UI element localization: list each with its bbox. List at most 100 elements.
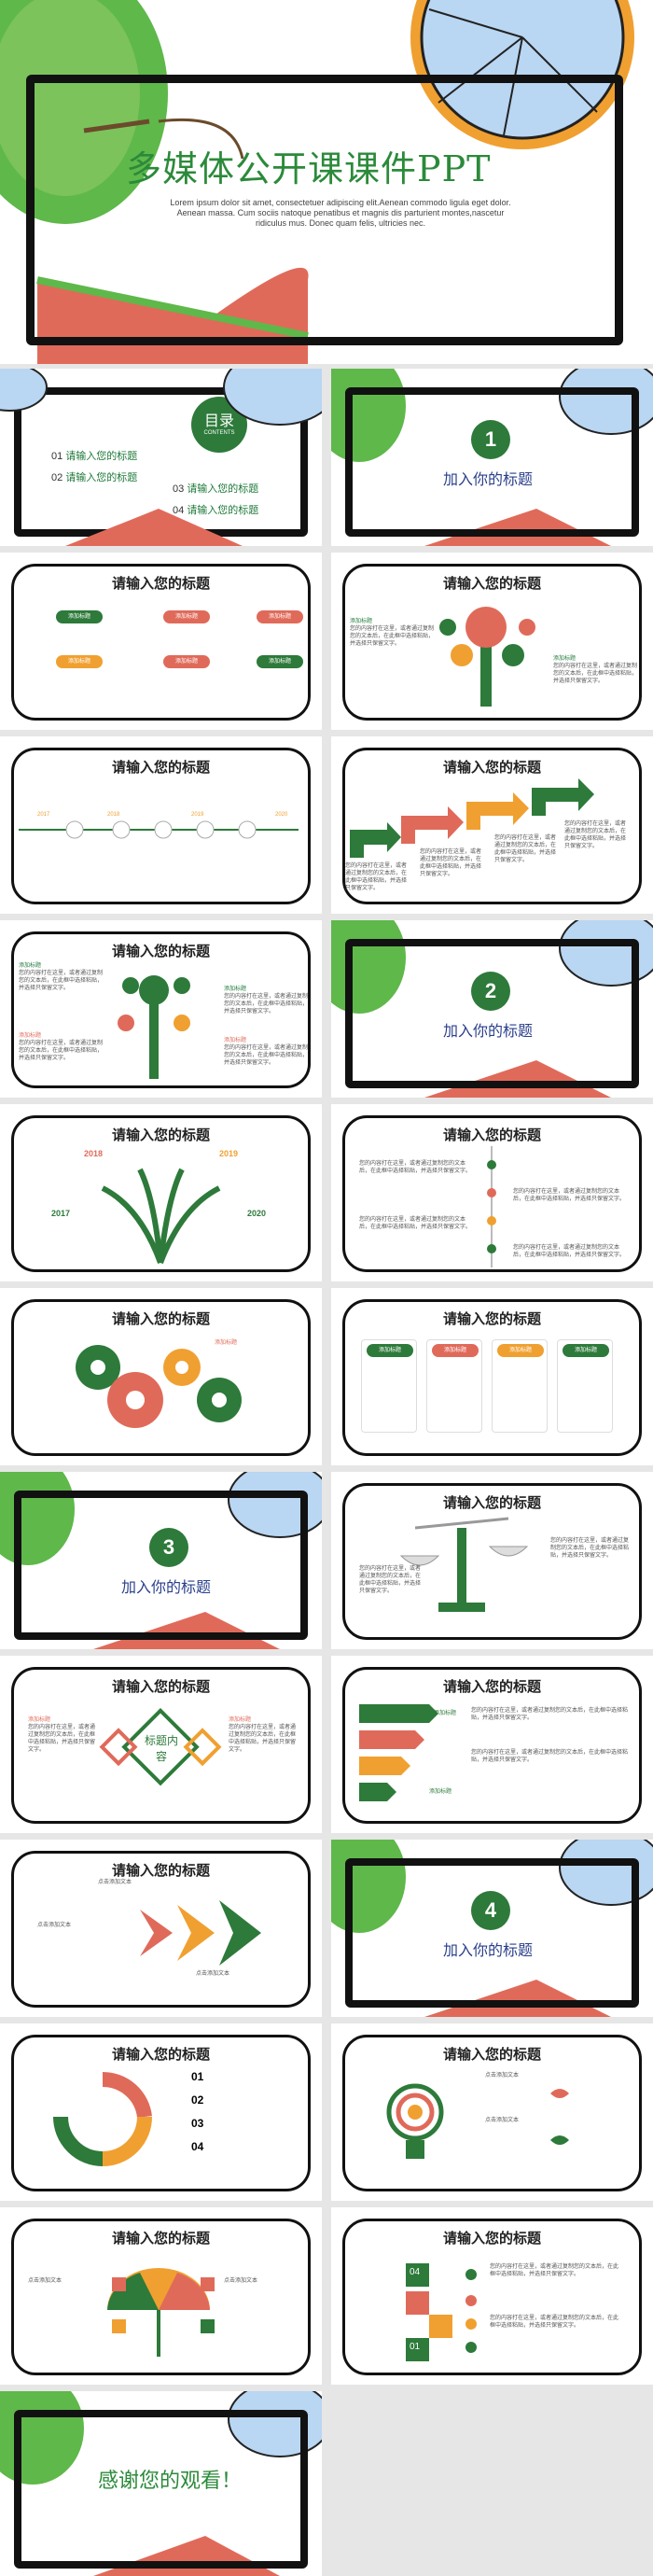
- toc-decoration: [0, 369, 322, 546]
- timeline-graphic: [19, 820, 299, 839]
- plant-text-3: 添加标题您的内容打在这里，或者通过复制您的文本后，在此框中选择粘贴，并选择只保留…: [224, 987, 309, 1015]
- cover-title: 多媒体公开课课件PPT: [126, 148, 492, 189]
- slide-title: 请输入您的标题: [442, 2230, 541, 2247]
- vtimeline-text-2: 您的内容打在这里，或者通过复制您的文本后，在此框中选择粘贴，并选择只保留文字。: [513, 1189, 626, 1202]
- toc-slide[interactable]: 目录 CONTENTS 01 请输入您的标题 02 请输入您的标题 03 请输入…: [0, 369, 322, 546]
- plant-text-2: 添加标题您的内容打在这里，或者通过复制您的文本后，在此框中选择粘贴，并选择只保留…: [19, 1033, 104, 1061]
- umbrella-text-2: 点击添加文本: [224, 2278, 258, 2284]
- slide-title: 请输入您的标题: [442, 2046, 541, 2063]
- chevron-text-2: 点击添加文本: [37, 1923, 72, 1928]
- slide-title: 请输入您的标题: [111, 1862, 210, 1879]
- slide-diamond[interactable]: 请输入您的标题 标题内容 添加标题您的内容打在这里，或者通过复制您的文本后，在此…: [0, 1656, 322, 1833]
- toc-item-3[interactable]: 03 请输入您的标题: [173, 483, 259, 495]
- chevron-text-1: 点击添加文本: [98, 1880, 132, 1885]
- slide-frame: [342, 1299, 642, 1456]
- bulb-text-1: 点击添加文本: [485, 2073, 520, 2079]
- slide-frame: [11, 1115, 311, 1272]
- slide-stairs[interactable]: 请输入您的标题 01 04 您的内容打在这里，或者通过复制您的文本后，在此框中选…: [331, 2207, 653, 2385]
- slide-cards[interactable]: 请输入您的标题 添加标题 添加标题 添加标题 添加标题: [331, 1288, 653, 1465]
- slide-numbered-list[interactable]: 请输入您的标题 01 02 03 04: [0, 2023, 322, 2201]
- cloud-tag-2: 添加标题: [163, 610, 210, 623]
- vtimeline-text-1: 您的内容打在这里，或者通过复制您的文本后，在此框中选择粘贴，并选择只保留文字。: [359, 1161, 472, 1174]
- scale-text-right: 您的内容打在这里，或者通过复制您的文本后，在此框中选择粘贴，并选择只保留文字。: [550, 1538, 630, 1559]
- cover-subtitle: Lorem ipsum dolor sit amet, consectetuer…: [170, 198, 511, 228]
- bar-text-2: 您的内容打在这里，或者通过复制您的文本后，在此框中选择粘贴，并选择只保留文字。: [471, 1750, 629, 1763]
- slide-frame: [342, 2219, 642, 2375]
- card-2[interactable]: 添加标题: [426, 1339, 482, 1433]
- timeline-year-4: 2020: [275, 812, 288, 818]
- slide-years[interactable]: 请输入您的标题 2018 2019 2017 2020: [0, 1104, 322, 1281]
- diamond-text-left: 添加标题您的内容打在这里，或者通过复制您的文本后，在此框中选择粘贴，并选择只保留…: [28, 1717, 96, 1753]
- section-3-frame: [14, 1491, 308, 1640]
- slide-frame: [11, 931, 311, 1088]
- slide-gears[interactable]: 请输入您的标题 添加标题: [0, 1288, 322, 1465]
- section-2-label: 加入你的标题: [443, 1022, 534, 1040]
- slide-arrows[interactable]: 请输入您的标题 您的内容打在这里，或者通过复制您的文本后，在此框中选择粘贴，并选…: [331, 736, 653, 914]
- cover-slide[interactable]: 多媒体公开课课件PPT Lorem ipsum dolor sit amet, …: [0, 0, 653, 364]
- year-label-1: 2018: [84, 1149, 104, 1158]
- thanks-slide[interactable]: [0, 2391, 322, 2576]
- slide-frame: [11, 564, 311, 721]
- slide-bulb[interactable]: 请输入您的标题 点击添加文本 点击添加文本: [331, 2023, 653, 2201]
- scale-graphic: [399, 1517, 529, 1612]
- slide-timeline[interactable]: 请输入您的标题 2017 2018 2019 2020: [0, 736, 322, 914]
- section-4-label: 加入你的标题: [443, 1941, 534, 1959]
- section-2-frame: [345, 939, 639, 1088]
- stairs-graphic: [406, 2263, 477, 2361]
- diamond-text-right: 添加标题您的内容打在这里，或者通过复制您的文本后，在此框中选择粘贴，并选择只保留…: [229, 1717, 297, 1753]
- bulb-graphic: [386, 2083, 569, 2159]
- stair-num-1: 01: [410, 2342, 421, 2352]
- bar-arrows-graphic: [359, 1704, 438, 1801]
- section-slide-4[interactable]: 4 加入你的标题: [331, 1840, 653, 2017]
- slide-bar-arrows[interactable]: 请输入您的标题 添加标题 添加标题 您的内容打在这里，或者通过复制您的文本后，在…: [331, 1656, 653, 1833]
- card-4[interactable]: 添加标题: [557, 1339, 613, 1433]
- slide-title: 请输入您的标题: [442, 759, 541, 776]
- step-arrows-graphic: [350, 778, 594, 858]
- slide-frame: [11, 1667, 311, 1824]
- tree-text-1: 添加标题您的内容打在这里，或者通过复制您的文本后，在此框中选择粘贴，并选择只保留…: [350, 619, 435, 647]
- slide-clouds[interactable]: 请输入您的标题 添加标题 添加标题 添加标题 添加标题 添加标题 添加标题: [0, 553, 322, 730]
- toc-item-4[interactable]: 04 请输入您的标题: [173, 505, 259, 516]
- slide-chevrons[interactable]: 请输入您的标题 点击添加文本 点击添加文本 点击添加文本: [0, 1840, 322, 2017]
- section-slide-2[interactable]: 2 加入你的标题: [331, 920, 653, 1098]
- cover-frame: [26, 75, 623, 345]
- vtimeline-text-3: 您的内容打在这里，或者通过复制您的文本后，在此框中选择粘贴，并选择只保留文字。: [359, 1217, 472, 1230]
- tree-graphic: [439, 607, 535, 707]
- thanks-frame: [14, 2410, 308, 2569]
- tree-text-2: 添加标题您的内容打在这里，或者通过复制您的文本后，在此框中选择粘贴，并选择只保留…: [553, 656, 638, 684]
- cloud-tag-3: 添加标题: [257, 610, 303, 623]
- slide-title: 请输入您的标题: [111, 1127, 210, 1143]
- list-num-4: 04: [191, 2140, 204, 2153]
- toc-item-2[interactable]: 02 请输入您的标题: [51, 472, 138, 483]
- section-2-number: 2: [471, 972, 510, 1011]
- slide-frame: [342, 564, 642, 721]
- toc-item-1[interactable]: 01 请输入您的标题: [51, 451, 138, 462]
- thanks-text: 感谢您的观看！: [98, 2470, 243, 2493]
- toc-heading: 目录: [203, 413, 234, 429]
- chevrons-graphic: [140, 1900, 261, 1966]
- slide-frame: [342, 1115, 642, 1272]
- arrow-text-1: 您的内容打在这里，或者通过复制您的文本后，在此框中选择粘贴，并选择只保留文字。: [345, 863, 408, 891]
- card-3[interactable]: 添加标题: [492, 1339, 548, 1433]
- section-slide-1[interactable]: 1 加入你的标题: [331, 369, 653, 546]
- slide-tree[interactable]: 请输入您的标题 添加标题您的内容打在这里，或者通过复制您的文本后，在此框中选择粘…: [331, 553, 653, 730]
- bar-text-1: 您的内容打在这里，或者通过复制您的文本后，在此框中选择粘贴，并选择只保留文字。: [471, 1708, 629, 1721]
- vtimeline-text-4: 您的内容打在这里，或者通过复制您的文本后，在此框中选择粘贴，并选择只保留文字。: [513, 1245, 626, 1258]
- ring-graphic: [53, 2071, 152, 2166]
- section-slide-3[interactable]: 3 加入你的标题: [0, 1472, 322, 1649]
- slide-frame: [11, 748, 311, 904]
- section-4-number: 4: [471, 1891, 510, 1930]
- slide-plant-icons[interactable]: 请输入您的标题 添加标题您的内容打在这里，或者通过复制您的文本后，在此框中选择粘…: [0, 920, 322, 1098]
- stairs-text-1: 您的内容打在这里，或者通过复制您的文本后，在此框中选择粘贴，并选择只保留文字。: [490, 2264, 619, 2277]
- arrow-text-4: 您的内容打在这里，或者通过复制您的文本后，在此框中选择粘贴，并选择只保留文字。: [564, 821, 627, 849]
- slide-scale[interactable]: 请输入您的标题 您的内容打在这里，或者通过复制您的文本后，在此框中选择粘贴，并选…: [331, 1472, 653, 1649]
- gears-graphic: [76, 1345, 242, 1428]
- cloud-tag-6: 添加标题: [257, 655, 303, 668]
- slide-umbrella[interactable]: 请输入您的标题 点击添加文本 点击添加文本: [0, 2207, 322, 2385]
- plant-graphic: [118, 975, 190, 1079]
- list-num-3: 03: [191, 2117, 204, 2130]
- slide-vertical-timeline[interactable]: 请输入您的标题 您的内容打在这里，或者通过复制您的文本后，在此框中选择粘贴，并选…: [331, 1104, 653, 1281]
- slide-title: 请输入您的标题: [111, 2046, 210, 2063]
- card-1[interactable]: 添加标题: [361, 1339, 417, 1433]
- slide-frame: [11, 1299, 311, 1456]
